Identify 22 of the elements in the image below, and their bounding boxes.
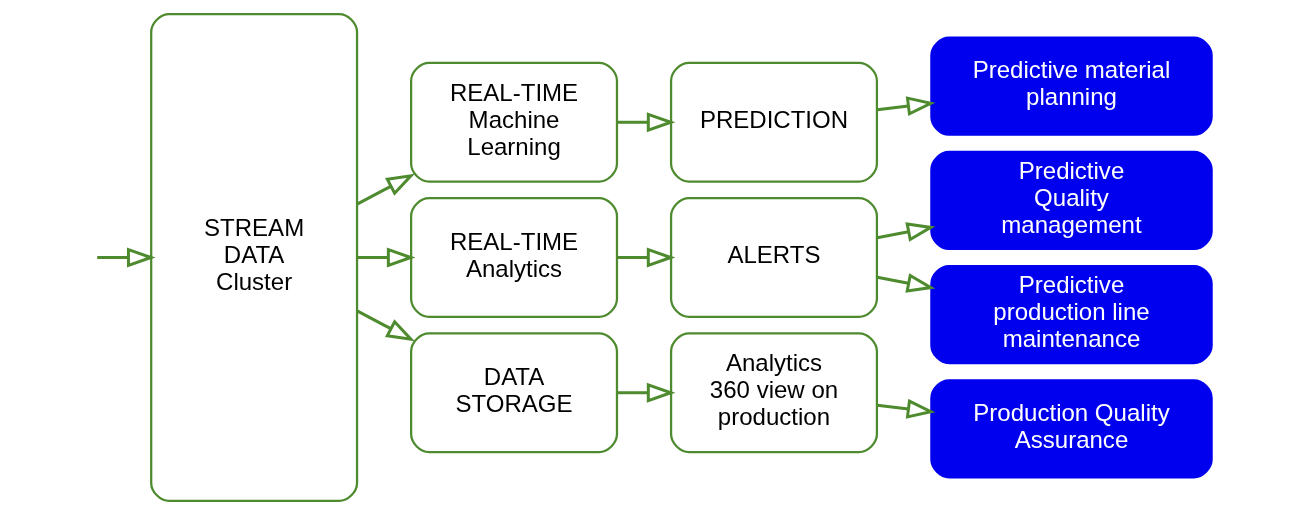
node-box: ALERTS <box>669 197 879 318</box>
arrow <box>617 112 676 133</box>
arrow <box>356 309 415 342</box>
node-box: Predictive production line maintenance <box>930 265 1213 365</box>
node-box: Production Quality Assurance <box>930 379 1213 479</box>
node-box: Predictive material planning <box>930 36 1213 136</box>
arrow <box>97 247 156 268</box>
node-box: Analytics 360 view on production <box>669 332 879 454</box>
node-box: DATA STORAGE <box>410 332 619 454</box>
arrow <box>356 173 415 206</box>
arrow <box>877 273 936 293</box>
node-box: REAL-TIME Analytics <box>410 197 619 318</box>
arrow <box>617 247 676 268</box>
node-box: Predictive Quality management <box>930 150 1213 250</box>
arrow <box>877 222 936 242</box>
node-box: REAL-TIME Machine Learning <box>410 61 619 183</box>
node-box: PREDICTION <box>669 61 879 183</box>
arrow <box>877 96 936 117</box>
node-box: STREAM DATA Cluster <box>150 12 359 503</box>
arrow <box>617 382 676 403</box>
arrow <box>877 398 936 419</box>
arrow <box>357 247 416 268</box>
